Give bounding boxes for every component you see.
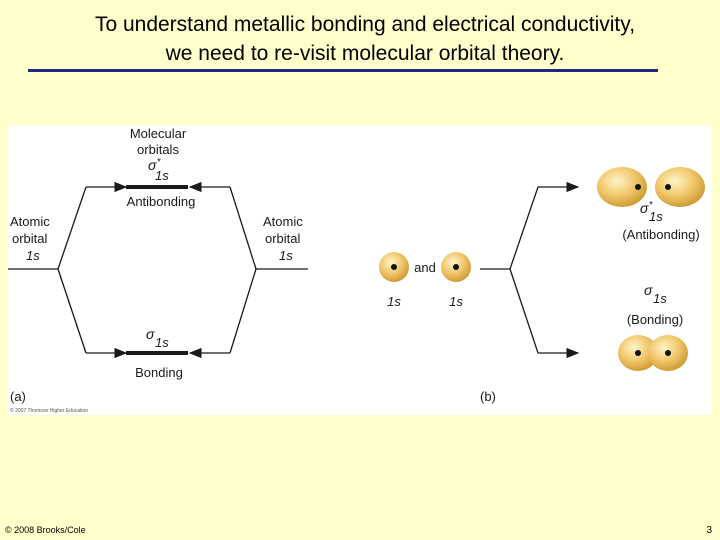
right-ao-line1: Atomic: [263, 214, 303, 229]
b-sigma-symbol: σ: [644, 282, 653, 298]
mo-header-line1: Molecular: [130, 126, 187, 141]
sigma-star-symbol: σ: [148, 157, 157, 173]
mo-header-line2: orbitals: [137, 142, 179, 157]
antibonding-lobe-right: [655, 167, 705, 207]
slide-title: To understand metallic bonding and elect…: [20, 10, 710, 68]
antibonding-nucleus-right: [665, 184, 671, 190]
bonding-label: Bonding: [135, 365, 183, 380]
and-text: and: [414, 260, 436, 275]
left-diag-up: [57, 186, 87, 270]
left-ao-line3: 1s: [26, 248, 40, 263]
bonding-nucleus-right: [665, 350, 671, 356]
b-sigma-star-sup: *: [649, 200, 653, 211]
bonding-nucleus-left: [635, 350, 641, 356]
b-sigma-star-sub: 1s: [649, 209, 663, 224]
sigma-star-sub: 1s: [155, 168, 169, 183]
mo-diagram-figure: Molecular orbitals σ * 1s Antibonding At…: [8, 125, 712, 415]
mo-diagram-svg: Molecular orbitals σ * 1s Antibonding At…: [8, 126, 705, 414]
b-bonding-label: (Bonding): [627, 312, 683, 327]
sigma-sub: 1s: [155, 335, 169, 350]
title-line-1: To understand metallic bonding and elect…: [94, 13, 636, 36]
sigma-symbol: σ: [146, 326, 155, 342]
right-ao-line2: orbital: [265, 231, 301, 246]
left-ao-line1: Atomic: [10, 214, 50, 229]
page-number: 3: [706, 525, 712, 536]
antibonding-lobe-left: [597, 167, 647, 207]
left-diag-down: [57, 268, 87, 354]
atom1-label: 1s: [387, 294, 401, 309]
title-line-2: we need to re-visit molecular orbital th…: [165, 42, 565, 65]
b-sigma-star-symbol: σ: [640, 200, 649, 216]
panel-a-credit: © 2007 Thomson Higher Education: [10, 407, 88, 414]
left-ao-line2: orbital: [12, 231, 48, 246]
branch-up-arrow: [509, 181, 580, 270]
b-antibonding-label: (Antibonding): [622, 227, 699, 242]
right-diag-up: [229, 186, 257, 270]
sigma-star-sup: *: [157, 157, 161, 168]
panel-a-label: (a): [10, 389, 26, 404]
antibonding-nucleus-left: [635, 184, 641, 190]
right-diag-down: [229, 268, 257, 354]
branch-down-arrow: [509, 268, 580, 359]
nucleus-2: [453, 264, 459, 270]
b-sigma-sub: 1s: [653, 291, 667, 306]
right-ao-line3: 1s: [279, 248, 293, 263]
antibonding-label: Antibonding: [127, 194, 196, 209]
title-underline: [28, 69, 658, 72]
atom2-label: 1s: [449, 294, 463, 309]
footer-copyright: © 2008 Brooks/Cole: [5, 525, 86, 535]
panel-b-label: (b): [480, 389, 496, 404]
nucleus-1: [391, 264, 397, 270]
